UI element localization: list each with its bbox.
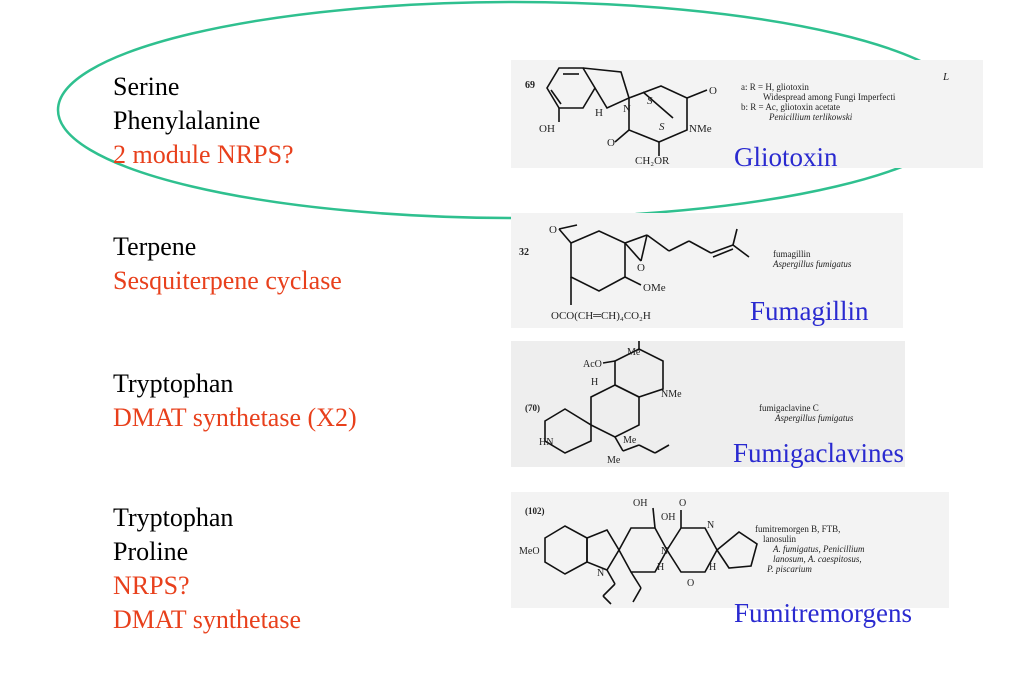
struct-note: fumigaclavine C	[759, 403, 819, 413]
struct-note: Penicillium terlikowski	[768, 112, 853, 122]
atom-label: O	[679, 498, 686, 509]
fumigaclavine-structure: (70) Me AcO H NMe HN Me Me fumigaclavine…	[511, 341, 905, 467]
row-fumigaclavines-labels: Tryptophan DMAT synthetase (X2)	[113, 367, 357, 435]
atom-label: OH	[539, 123, 555, 135]
row-gliotoxin-labels: Serine Phenylalanine 2 module NRPS?	[113, 70, 294, 172]
fumagillin-structure-drawing: 32 O O OMe OCO(CH═CH)₄CO₂H fumagillin As…	[519, 224, 852, 322]
precursor-label: Serine	[113, 72, 180, 101]
struct-note: Aspergillus fumigatus	[774, 413, 854, 423]
struct-number: 32	[519, 247, 529, 258]
atom-label: S	[659, 121, 665, 133]
struct-note: fumitremorgen B, FTB,	[755, 524, 840, 534]
fumitremorgen-structure-drawing: (102) OH OH O N MeO N H N H O fumitremor…	[519, 498, 865, 605]
atom-label: N	[623, 103, 631, 115]
compound-name-fumitremorgens: Fumitremorgens	[734, 598, 912, 628]
atom-label: H	[595, 107, 603, 119]
gliotoxin-structure: 69 H N S S O NMe O OH CH₂OR a: R = H, gl…	[511, 60, 983, 168]
compound-name-gliotoxin: Gliotoxin	[734, 142, 838, 172]
atom-label: OH	[633, 498, 647, 509]
enzyme-label: 2 module NRPS?	[113, 140, 294, 169]
struct-note: A. fumigatus, Penicillium	[772, 544, 865, 554]
fumigaclavine-structure-drawing: (70) Me AcO H NMe HN Me Me fumigaclavine…	[525, 341, 854, 466]
atom-label: HN	[539, 437, 553, 448]
atom-label: CH₂OR	[635, 155, 670, 167]
atom-label: O	[549, 224, 557, 236]
atom-label: MeO	[519, 546, 540, 557]
atom-label: O	[709, 85, 717, 97]
struct-note: Widespread among Fungi Imperfecti	[763, 92, 896, 102]
atom-label: N	[661, 546, 668, 557]
compound-name-fumagillin: Fumagillin	[750, 296, 869, 326]
atom-label: Me	[627, 347, 641, 358]
atom-label: O	[607, 137, 615, 149]
compound-name-fumigaclavines: Fumigaclavines	[733, 438, 904, 468]
atom-label: OMe	[643, 282, 666, 294]
struct-number: 69	[525, 80, 535, 91]
atom-label: H	[709, 562, 716, 573]
struct-note: lanosulin	[763, 534, 796, 544]
struct-note: b: R = Ac, gliotoxin acetate	[741, 102, 840, 112]
precursor-label: Phenylalanine	[113, 106, 261, 135]
atom-label: NMe	[689, 123, 712, 135]
precursor-label: Terpene	[113, 232, 197, 261]
precursor-label: Tryptophan	[113, 503, 234, 532]
row-fumitremorgens-labels: Tryptophan Proline NRPS? DMAT synthetase	[113, 501, 301, 637]
gliotoxin-structure-drawing: 69 H N S S O NMe O OH CH₂OR a: R = H, gl…	[525, 67, 949, 167]
fumagillin-structure: 32 O O OMe OCO(CH═CH)₄CO₂H fumagillin As…	[511, 213, 903, 328]
row-fumagillin-labels: Terpene Sesquiterpene cyclase	[113, 230, 342, 298]
struct-note: Aspergillus fumigatus	[772, 259, 852, 269]
struct-number: (102)	[525, 506, 545, 516]
precursor-label: Proline	[113, 537, 189, 566]
enzyme-label: NRPS?	[113, 571, 190, 600]
atom-label: Me	[607, 455, 621, 466]
atom-label: N	[707, 520, 714, 531]
struct-note: a: R = H, gliotoxin	[741, 82, 809, 92]
atom-label: OH	[661, 512, 675, 523]
enzyme-label: DMAT synthetase	[113, 605, 302, 634]
atom-label: NMe	[661, 389, 682, 400]
atom-label: N	[597, 568, 604, 579]
struct-note: P. piscarium	[766, 564, 812, 574]
fumitremorgen-structure: (102) OH OH O N MeO N H N H O fumitremor…	[511, 492, 949, 608]
atom-label: O	[637, 262, 645, 274]
precursor-label: Tryptophan	[113, 369, 234, 398]
atom-label: H	[657, 562, 664, 573]
atom-label: AcO	[583, 359, 602, 370]
struct-note: fumagillin	[773, 249, 811, 259]
atom-label: S	[647, 95, 653, 107]
enzyme-label: DMAT synthetase (X2)	[113, 403, 357, 432]
struct-note: lanosum, A. caespitosus,	[773, 554, 862, 564]
enzyme-label: Sesquiterpene cyclase	[113, 266, 342, 295]
atom-label: Me	[623, 435, 637, 446]
struct-number: (70)	[525, 403, 540, 413]
atom-label: O	[687, 578, 694, 589]
atom-label: H	[591, 377, 598, 388]
atom-label: OCO(CH═CH)₄CO₂H	[551, 310, 651, 322]
struct-ref: L	[942, 71, 949, 83]
